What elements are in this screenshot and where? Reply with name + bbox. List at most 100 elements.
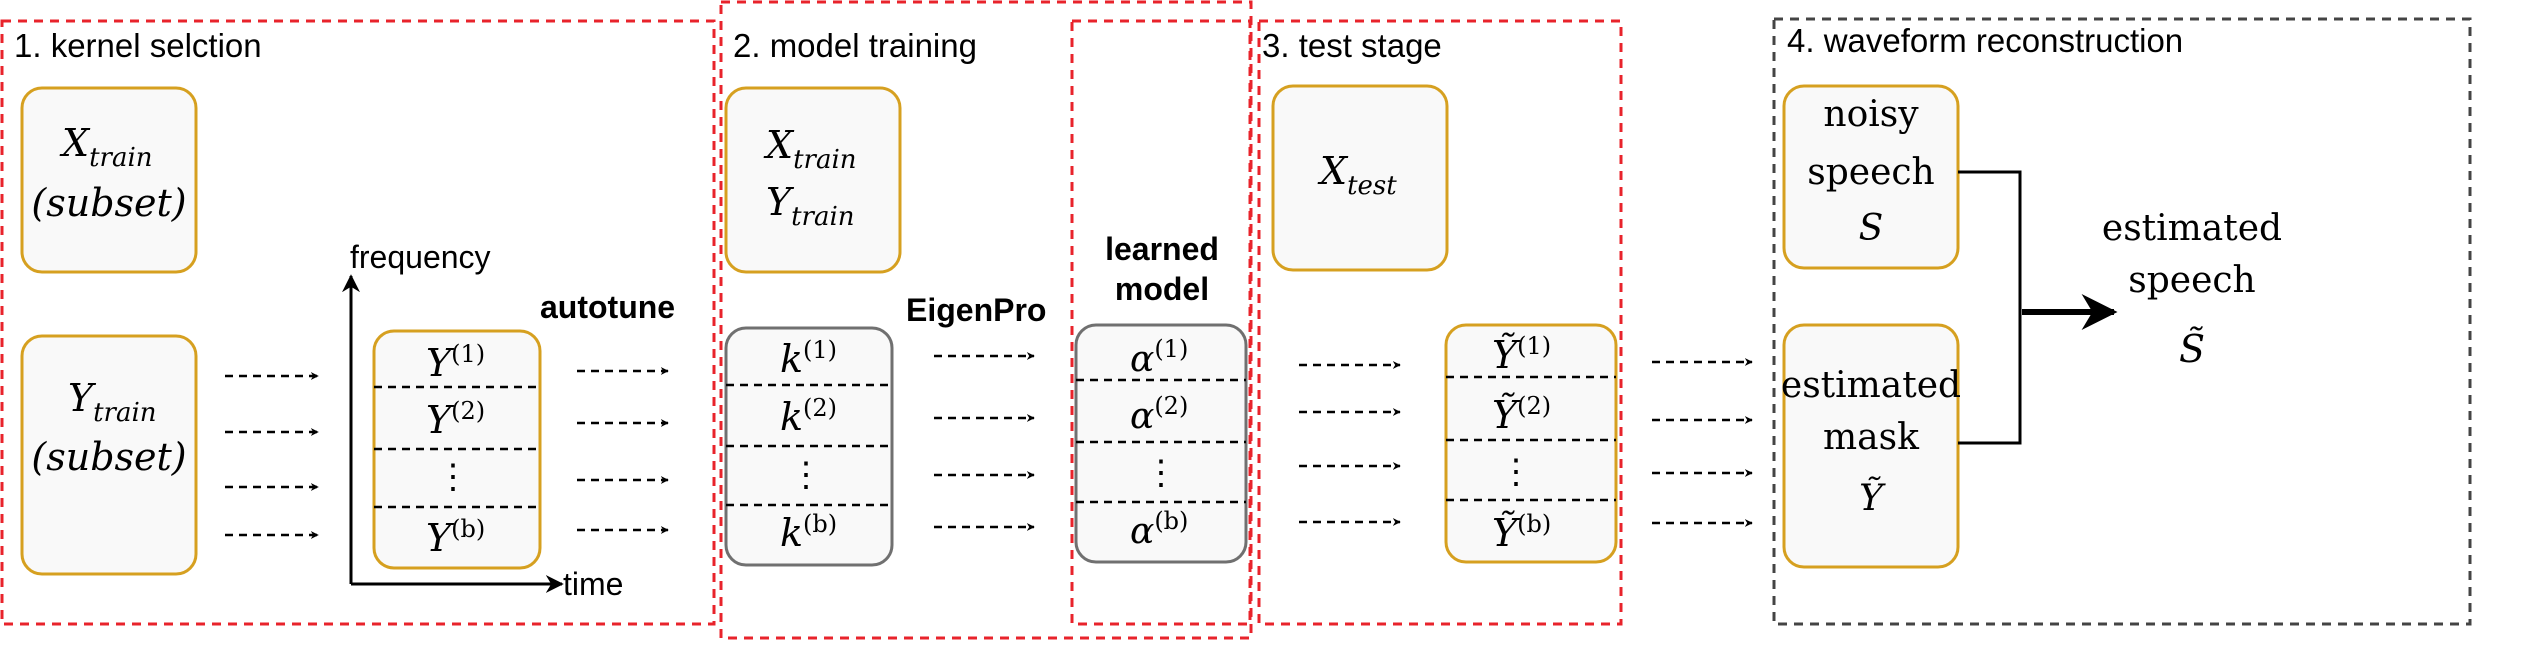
svg-text:α(2): α(2) (1130, 392, 1188, 437)
stage-frame-learned-model (1070, 19, 1252, 626)
x-train-subset-label: (subset) (31, 181, 186, 225)
ytilde-block-ellipsis: ⋮ (1499, 452, 1533, 492)
svg-text:Y(2): Y(2) (426, 397, 485, 442)
y-block-1: Y (426, 341, 455, 385)
svg-text:Y(1): Y(1) (426, 340, 485, 385)
axis-label-time: time (563, 566, 623, 602)
stage-title-kernel-selection: 1. kernel selction (14, 27, 262, 64)
y-block-2-sup: (2) (451, 397, 485, 425)
stage-frame-test-stage (1257, 19, 1623, 626)
axis-label-frequency: frequency (350, 239, 491, 275)
train-y-subscript: train (791, 202, 854, 232)
autotune-label: autotune (540, 289, 675, 325)
estimated-mask-box: estimated mask Ỹ (1781, 323, 1961, 569)
y-train-subset-label: (subset) (31, 435, 186, 479)
k-block-ellipsis: ⋮ (789, 455, 823, 495)
alpha-block-2: α (1130, 396, 1154, 437)
alpha-blocks-stack: α(1) α(2) ⋮ α(b) (1074, 323, 1248, 564)
ytilde-block-1: Ỹ (1492, 333, 1521, 377)
svg-text:Xtrain: Xtrain (59, 121, 153, 173)
ytilde-block-2-sup: (2) (1517, 392, 1551, 420)
ytilde-block-b-sup: (b) (1517, 510, 1551, 538)
y-block-b-sup: (b) (451, 515, 485, 543)
stage-frame-kernel-selection (0, 19, 716, 626)
arrows-ytrain-to-blocks (225, 372, 319, 539)
combine-connector (1958, 170, 2022, 445)
estimated-speech-var: S̃ (2179, 327, 2205, 371)
k-block-b: k (780, 511, 803, 555)
noisy-speech-box: noisy speech S (1782, 84, 1960, 270)
stage-title-test-stage: 3. test stage (1262, 27, 1442, 64)
xy-train-box: Xtrain Ytrain (724, 86, 902, 274)
estimated-mask-line2: mask (1823, 417, 1920, 458)
noisy-speech-var: S (1859, 208, 1884, 249)
noisy-speech-line2: speech (1807, 152, 1934, 193)
x-test-subscript: test (1347, 171, 1397, 201)
alpha-block-1: α (1130, 339, 1154, 380)
arrows-eigenpro (934, 352, 1035, 531)
k-block-1: k (780, 337, 803, 381)
k-block-b-sup: (b) (803, 510, 837, 538)
y-train-subset-box: Ytrain (subset) (20, 334, 198, 576)
svg-text:Ỹ(2): Ỹ(2) (1492, 392, 1551, 437)
y-train-symbol: Y (68, 376, 97, 420)
svg-text:Xtrain: Xtrain (763, 123, 857, 175)
arrows-autotune (577, 367, 669, 534)
alpha-block-1-sup: (1) (1154, 335, 1188, 363)
alpha-block-2-sup: (2) (1154, 392, 1188, 420)
svg-text:Ỹ(1): Ỹ(1) (1492, 332, 1551, 377)
alpha-block-ellipsis: ⋮ (1144, 453, 1178, 493)
k-block-2: k (780, 395, 803, 439)
train-x-symbol: X (763, 123, 795, 167)
stage-frame-model-training (719, 0, 1253, 640)
y-blocks-stack: Y(1) Y(2) ⋮ Y(b) (372, 329, 542, 570)
eigenpro-label: EigenPro (906, 292, 1046, 328)
estimated-speech-line1: estimated (2102, 208, 2282, 249)
stage-title-model-training: 2. model training (733, 27, 977, 64)
estimated-mask-line1: estimated (1781, 365, 1961, 406)
noisy-speech-line1: noisy (1823, 94, 1919, 135)
svg-text:k(2): k(2) (780, 394, 837, 439)
estimated-speech-line2: speech (2128, 260, 2255, 301)
x-train-symbol: X (59, 121, 91, 165)
svg-text:α(b): α(b) (1130, 507, 1188, 552)
svg-text:Xtest: Xtest (1317, 149, 1397, 201)
k-blocks-stack: k(1) k(2) ⋮ k(b) (724, 326, 894, 567)
ytilde-block-1-sup: (1) (1517, 332, 1551, 360)
y-block-b: Y (426, 516, 455, 560)
ytilde-block-2: Ỹ (1492, 393, 1521, 437)
x-train-subset-box: Xtrain (subset) (20, 86, 198, 274)
estimated-speech-output: estimated speech S̃ (2102, 208, 2282, 371)
x-train-subscript: train (89, 143, 152, 173)
y-block-ellipsis: ⋮ (436, 457, 470, 497)
svg-text:k(b): k(b) (780, 510, 837, 555)
svg-text:α(1): α(1) (1130, 335, 1188, 380)
ytilde-blocks-stack: Ỹ(1) Ỹ(2) ⋮ Ỹ(b) (1444, 323, 1618, 564)
arrows-model-to-estimates (1299, 361, 1401, 526)
time-frequency-axes (342, 274, 564, 593)
x-test-symbol: X (1317, 149, 1349, 193)
alpha-block-b: α (1130, 511, 1154, 552)
x-test-box: Xtest (1271, 84, 1449, 272)
learned-model-label-line2: model (1115, 271, 1209, 307)
stage-frame-waveform-reconstruction (1772, 17, 2472, 626)
estimated-mask-var: Ỹ (1859, 477, 1886, 519)
svg-text:Ỹ(b): Ỹ(b) (1492, 510, 1551, 555)
svg-text:Ytrain: Ytrain (68, 376, 157, 428)
train-y-symbol: Y (766, 180, 795, 224)
alpha-block-b-sup: (b) (1154, 507, 1188, 535)
learned-model-label-line1: learned (1105, 231, 1219, 267)
svg-text:Y(b): Y(b) (426, 515, 485, 560)
y-block-1-sup: (1) (451, 340, 485, 368)
y-block-2: Y (426, 398, 455, 442)
y-train-subscript: train (93, 398, 156, 428)
svg-text:Ytrain: Ytrain (766, 180, 855, 232)
svg-text:k(1): k(1) (780, 336, 837, 381)
ytilde-block-b: Ỹ (1492, 511, 1521, 555)
k-block-1-sup: (1) (803, 336, 837, 364)
train-x-subscript: train (793, 145, 856, 175)
k-block-2-sup: (2) (803, 394, 837, 422)
arrows-to-reconstruction (1652, 358, 1753, 527)
stage-title-waveform-reconstruction: 4. waveform reconstruction (1787, 22, 2183, 59)
